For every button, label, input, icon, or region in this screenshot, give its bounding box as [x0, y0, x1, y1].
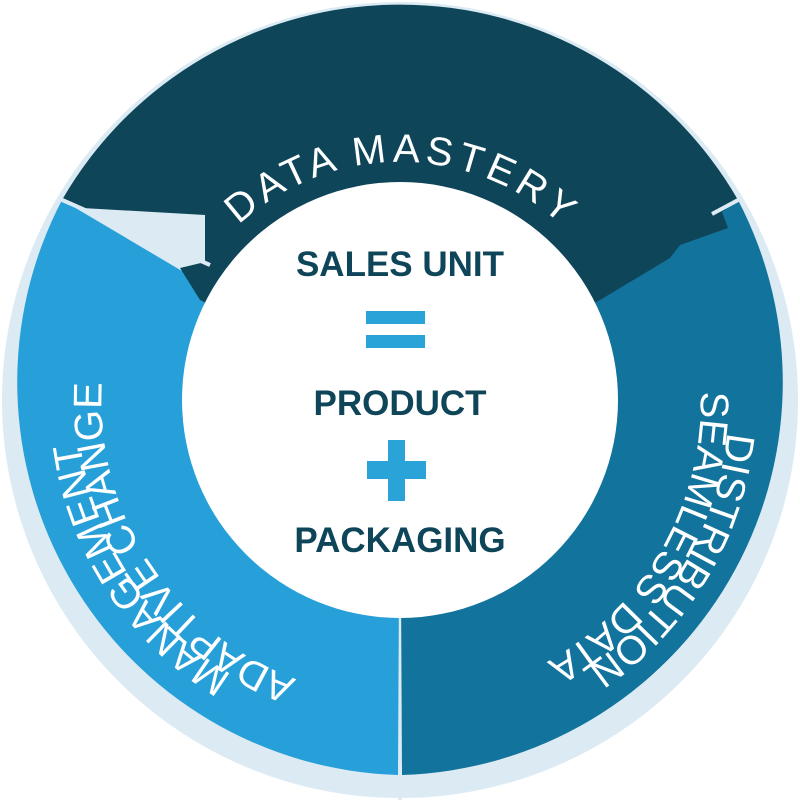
center-line-packaging: PACKAGING	[294, 521, 505, 560]
plus-icon	[367, 440, 426, 501]
center-line-sales-unit: SALES UNIT	[296, 245, 504, 284]
equals-icon	[366, 311, 425, 348]
separator-top-left	[59, 197, 211, 267]
center-line-product: PRODUCT	[313, 384, 486, 423]
separator-top-right	[711, 197, 741, 216]
center-circle	[182, 182, 618, 618]
